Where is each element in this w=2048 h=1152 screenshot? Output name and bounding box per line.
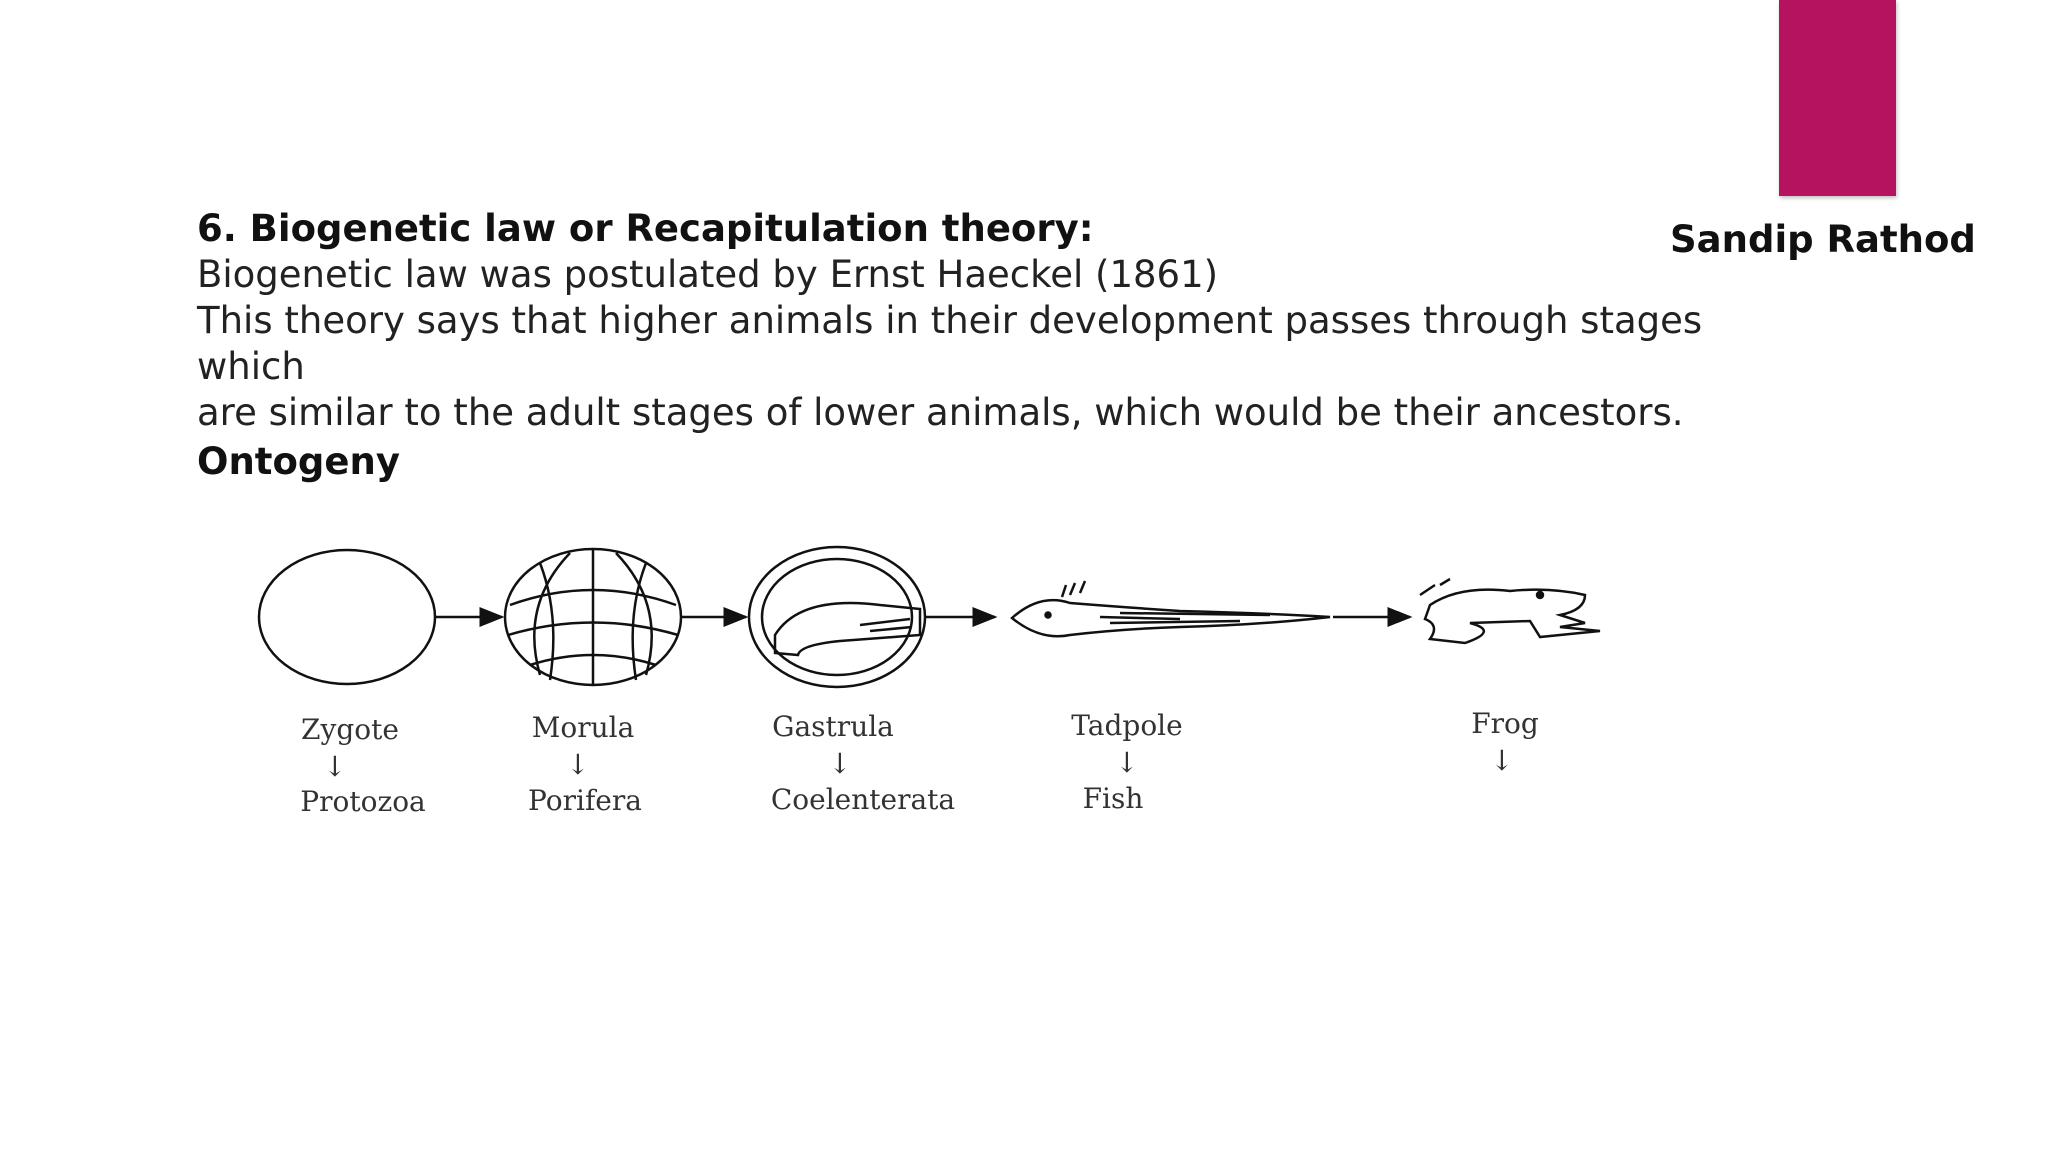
ancestor-label-porifera: Porifera [528,784,642,817]
stage-label-frog: Frog [1471,707,1539,740]
stage-label-morula: Morula [531,711,635,744]
zygote-drawing [257,548,437,686]
tadpole-drawing [1010,580,1331,638]
body-line-2: This theory says that higher animals in … [197,299,1703,388]
frog-drawing [1419,577,1601,645]
ancestor-label-protozoa: Protozoa [300,785,426,818]
down-arrow-frog: ↓ [1490,744,1514,777]
down-arrow-morula: ↓ [566,748,590,781]
body-line-3: are similar to the adult stages of lower… [197,391,1684,434]
ontogeny-heading: Ontogeny [197,440,400,483]
stage-label-gastrula: Gastrula [772,710,894,743]
ancestor-label-coelenterata: Coelenterata [770,783,956,816]
ontogeny-drawing [257,545,1601,689]
ancestor-label-fish: Fish [1082,782,1144,815]
ontogeny-diagram: Zygote ↓ Protozoa Morula ↓ Porifera Gast… [240,535,1640,835]
body-line-1: Biogenetic law was postulated by Ernst H… [197,253,1219,296]
stage-label-tadpole: Tadpole [1071,709,1183,742]
text-block: 6. Biogenetic law or Recapitulation theo… [197,206,1817,436]
accent-bar [1779,0,1896,196]
gastrula-drawing [747,545,927,689]
slide-heading: 6. Biogenetic law or Recapitulation theo… [197,207,1094,250]
stage-label-zygote: Zygote [301,713,399,746]
author-name: Sandip Rathod [1670,218,1976,261]
down-arrow-gastrula: ↓ [828,747,852,780]
morula-drawing [503,547,683,687]
down-arrow-tadpole: ↓ [1115,746,1139,779]
down-arrow-zygote: ↓ [323,750,347,783]
